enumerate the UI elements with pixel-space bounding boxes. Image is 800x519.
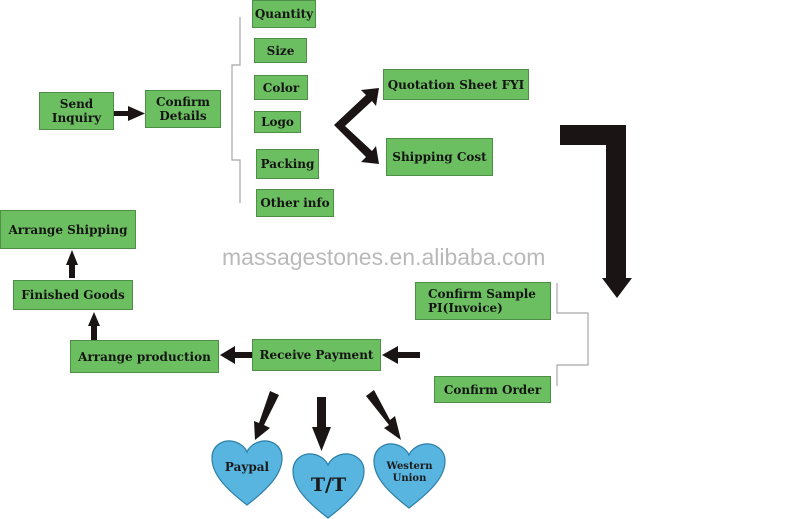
detail-quantity: Quantity: [252, 0, 316, 28]
detail-logo: Logo: [254, 111, 301, 133]
payment-paypal-label: Paypal: [224, 460, 270, 474]
payment-tt-label: T/T: [310, 474, 347, 496]
step-confirm-order: Confirm Order: [434, 376, 551, 403]
chevron-double-arrow: [334, 88, 379, 164]
heart-paypal: [211, 440, 283, 506]
detail-size: Size: [254, 38, 307, 63]
arrow-production-to-finished: [88, 312, 100, 340]
arrow-to-confirm-sample: [560, 125, 632, 298]
arrow-to-receive-payment: [382, 346, 420, 364]
step-confirm-details: Confirm Details: [145, 90, 221, 128]
detail-other-info: Other info: [256, 189, 334, 217]
arrow-to-paypal: [254, 391, 279, 440]
confirm-bracket: [556, 283, 589, 386]
arrow-inquiry-to-details: [114, 106, 145, 121]
arrow-payment-to-production: [220, 346, 252, 364]
payment-western-union-label: Western Union: [386, 461, 433, 484]
step-finished-goods: Finished Goods: [13, 280, 133, 310]
step-shipping-cost: Shipping Cost: [386, 138, 493, 176]
step-confirm-sample: Confirm Sample PI(Invoice): [415, 282, 551, 320]
step-arrange-shipping: Arrange Shipping: [0, 210, 136, 249]
heart-tt: [292, 453, 365, 519]
arrow-to-tt: [312, 397, 331, 451]
heart-western-union: [373, 443, 446, 509]
arrow-to-western-union: [366, 390, 401, 440]
watermark-text: massagestones.en.alibaba.com: [222, 244, 546, 270]
detail-color: Color: [254, 75, 308, 100]
details-bracket: [231, 17, 241, 203]
step-receive-payment: Receive Payment: [252, 339, 381, 371]
arrow-finished-to-shipping: [66, 250, 78, 278]
step-arrange-production: Arrange production: [70, 340, 219, 373]
step-quotation-sheet: Quotation Sheet FYI: [383, 69, 529, 100]
step-send-inquiry: Send Inquiry: [39, 92, 114, 130]
detail-packing: Packing: [256, 149, 319, 179]
